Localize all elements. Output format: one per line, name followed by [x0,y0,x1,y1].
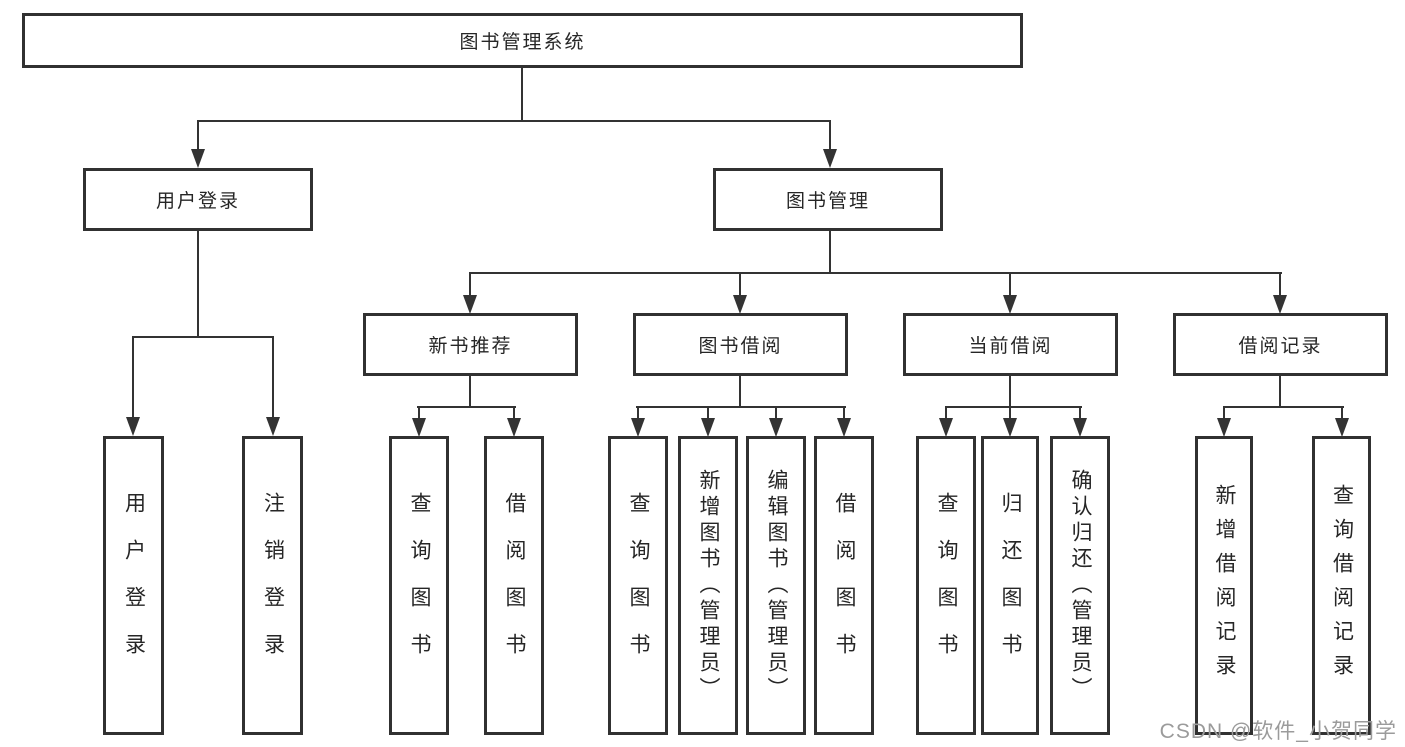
connector-drop-leaf-logout [272,336,274,418]
connector-recommend-stem [469,376,471,408]
arrowhead-user-login [191,149,205,168]
node-user-login: 用户登录 [83,168,313,231]
connector-level2-rail [197,120,831,122]
leaf-borrow-borrow-books: 借阅图书 [814,436,874,735]
arrowhead-borrow-borrow [837,418,851,437]
connector-drop-book-borrow [739,272,741,296]
node-label: 图书管理 [785,191,870,212]
node-library-system: 图书管理系统 [22,13,1023,68]
connector-drop-current-borrow [1009,272,1011,296]
arrowhead-book-borrow [733,295,747,314]
node-label: 图书管理系统 [459,32,586,53]
arrowhead-current-return [1003,418,1017,437]
arrowhead-records-add [1217,418,1231,437]
arrowhead-borrow-add [701,418,715,437]
leaf-records-add-record: 新增借阅记录 [1195,436,1253,735]
arrowhead-borrow-query [631,418,645,437]
connector-records-stem [1279,376,1281,408]
node-book-borrow: 图书借阅 [633,313,848,376]
leaf-label: 确认归还（管理员） [1069,468,1092,703]
node-borrow-records: 借阅记录 [1173,313,1388,376]
connector-drop-leaf-user-login [132,336,134,418]
connector-drop-recommend-borrow [513,406,515,419]
connector-drop-borrow-add [707,406,709,419]
arrowhead-borrow-edit [769,418,783,437]
connector-drop-records-query [1341,406,1343,419]
leaf-label: 查询借阅记录 [1330,483,1354,688]
arrowhead-book-management [823,149,837,168]
connector-records-rail [1223,406,1344,408]
leaf-recommend-query-books: 查询图书 [389,436,449,735]
connector-drop-user-login [197,120,199,152]
leaf-borrow-query-books: 查询图书 [608,436,668,735]
connector-drop-borrow-edit [775,406,777,419]
leaf-borrow-add-books-admin: 新增图书（管理员） [678,436,738,735]
node-new-book-recommend: 新书推荐 [363,313,578,376]
connector-drop-borrow-borrow [843,406,845,419]
connector-current-stem [1009,376,1011,408]
connector-borrow-stem [739,376,741,408]
leaf-recommend-borrow-books: 借阅图书 [484,436,544,735]
leaf-current-confirm-return-admin: 确认归还（管理员） [1050,436,1110,735]
leaf-label: 查询图书 [935,491,958,680]
leaf-label: 新增图书（管理员） [697,468,720,703]
leaf-current-return-books: 归还图书 [981,436,1039,735]
connector-drop-current-return [1009,406,1011,419]
connector-borrow-rail [636,406,846,408]
leaf-label: 新增借阅记录 [1213,483,1236,688]
arrowhead-borrow-records [1273,295,1287,314]
connector-drop-records-add [1223,406,1225,419]
node-label: 当前借阅 [968,336,1053,357]
arrowhead-current-confirm [1073,418,1087,437]
arrowhead-new-book-recommend [463,295,477,314]
connector-drop-book-management [829,120,831,152]
connector-level3-rail [469,272,1282,274]
connector-user-login-rail [132,336,274,338]
arrowhead-records-query [1335,418,1349,437]
leaf-label: 查询图书 [408,491,431,680]
connector-current-rail [945,406,1082,408]
connector-user-login-stem [197,231,199,337]
node-label: 图书借阅 [698,336,783,357]
leaf-label: 编辑图书（管理员） [765,468,788,703]
leaf-label: 归还图书 [999,491,1022,680]
connector-book-management-stem [829,231,831,274]
arrowhead-leaf-logout [266,417,280,436]
leaf-borrow-edit-books-admin: 编辑图书（管理员） [746,436,806,735]
leaf-current-query-books: 查询图书 [916,436,976,735]
node-label: 用户登录 [155,191,240,212]
connector-drop-current-query [945,406,947,419]
leaf-logout: 注销登录 [242,436,303,735]
node-current-borrow: 当前借阅 [903,313,1118,376]
arrowhead-recommend-query [412,418,426,437]
node-label: 新书推荐 [428,336,513,357]
connector-drop-recommend-query [418,406,420,419]
leaf-label: 借阅图书 [833,491,856,680]
leaf-records-query-record: 查询借阅记录 [1312,436,1371,735]
connector-drop-current-confirm [1079,406,1081,419]
leaf-label: 用户登录 [122,491,146,680]
arrowhead-leaf-user-login [126,417,140,436]
leaf-user-login: 用户登录 [103,436,164,735]
connector-root-stem [521,68,523,120]
arrowhead-current-query [939,418,953,437]
connector-recommend-rail [417,406,516,408]
node-book-management: 图书管理 [713,168,943,231]
arrowhead-recommend-borrow [507,418,521,437]
leaf-label: 注销登录 [261,491,285,680]
node-label: 借阅记录 [1238,336,1323,357]
leaf-label: 借阅图书 [503,491,526,680]
leaf-label: 查询图书 [627,491,650,680]
connector-drop-borrow-records [1279,272,1281,296]
arrowhead-current-borrow [1003,295,1017,314]
connector-drop-new-book-recommend [469,272,471,296]
csdn-watermark: CSDN @软件_小贺同学 [1159,720,1397,743]
connector-drop-borrow-query [637,406,639,419]
